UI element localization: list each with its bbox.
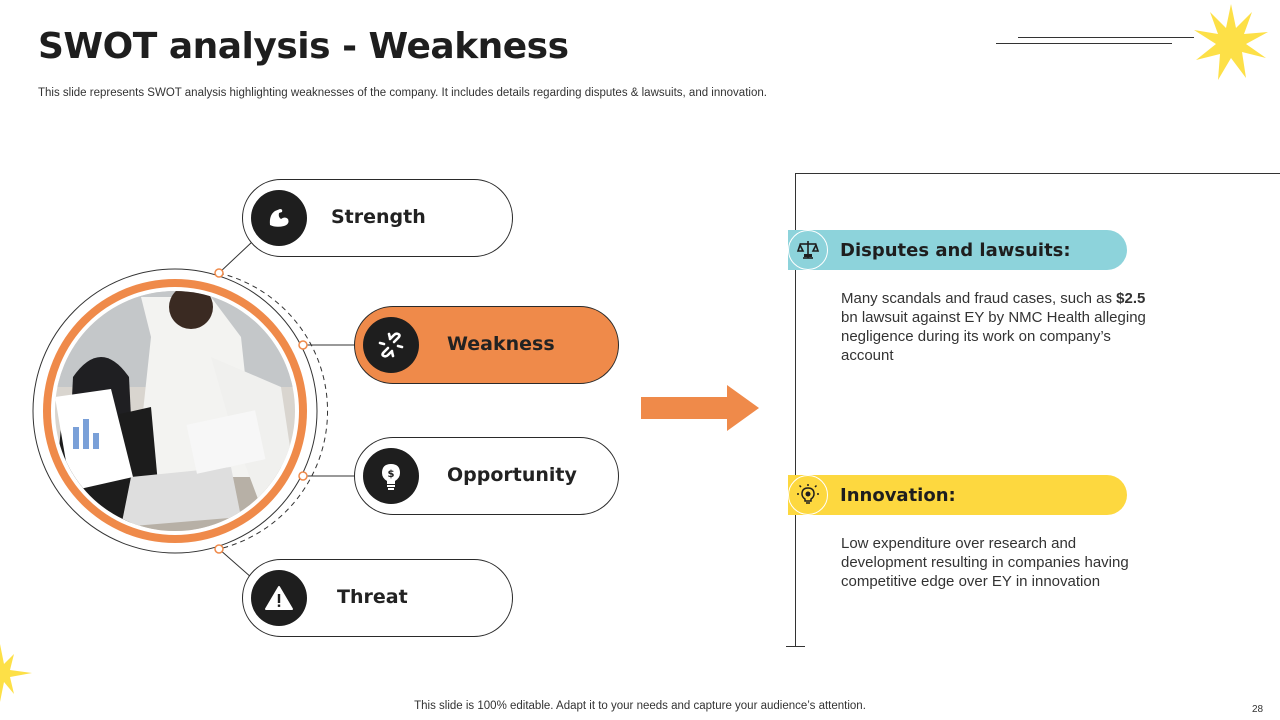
right-arrow-icon [641, 385, 759, 431]
star-decoration-icon [1194, 4, 1268, 80]
lightbulb-gear-icon [788, 475, 828, 515]
page-number: 28 [1252, 704, 1264, 715]
broken-link-icon [363, 317, 419, 373]
disputes-highlight: $2.5 [1116, 290, 1146, 307]
innovation-banner: Innovation: [788, 475, 1127, 515]
swot-strength-label: Strength [331, 206, 426, 228]
disputes-banner: Disputes and lawsuits: [788, 230, 1127, 270]
team-photo [43, 279, 307, 543]
slide-subtitle: This slide represents SWOT analysis high… [38, 87, 767, 99]
innovation-description: Low expenditure over research and develo… [841, 535, 1129, 590]
swot-threat-label: Threat [337, 586, 408, 608]
scales-icon [788, 230, 828, 270]
detail-panel-frame [795, 173, 796, 647]
footer-note: This slide is 100% editable. Adapt it to… [414, 700, 866, 712]
swot-strength[interactable]: Strength [242, 179, 513, 257]
innovation-title: Innovation: [840, 485, 956, 506]
disputes-text-after: bn lawsuit against EY by NMC Health alle… [841, 309, 1146, 364]
detail-panel-frame [786, 646, 805, 647]
star-decoration-icon [0, 644, 32, 702]
swot-weakness-label: Weakness [447, 333, 555, 355]
lightbulb-dollar-icon: $ [363, 448, 419, 504]
warning-icon [251, 570, 307, 626]
swot-weakness[interactable]: Weakness [354, 306, 619, 384]
disputes-description: Many scandals and fraud cases, such as $… [841, 289, 1161, 365]
decorative-line [996, 43, 1172, 44]
flexed-arm-icon [251, 190, 307, 246]
swot-threat[interactable]: Threat [242, 559, 513, 637]
svg-text:$: $ [388, 469, 395, 480]
disputes-title: Disputes and lawsuits: [840, 240, 1071, 261]
swot-opportunity[interactable]: $ Opportunity [354, 437, 619, 515]
swot-opportunity-label: Opportunity [447, 464, 577, 486]
slide-title: SWOT analysis - Weakness [38, 26, 569, 67]
decorative-line [1018, 37, 1194, 38]
disputes-text-before: Many scandals and fraud cases, such as [841, 290, 1112, 307]
detail-panel-frame [795, 173, 1280, 174]
